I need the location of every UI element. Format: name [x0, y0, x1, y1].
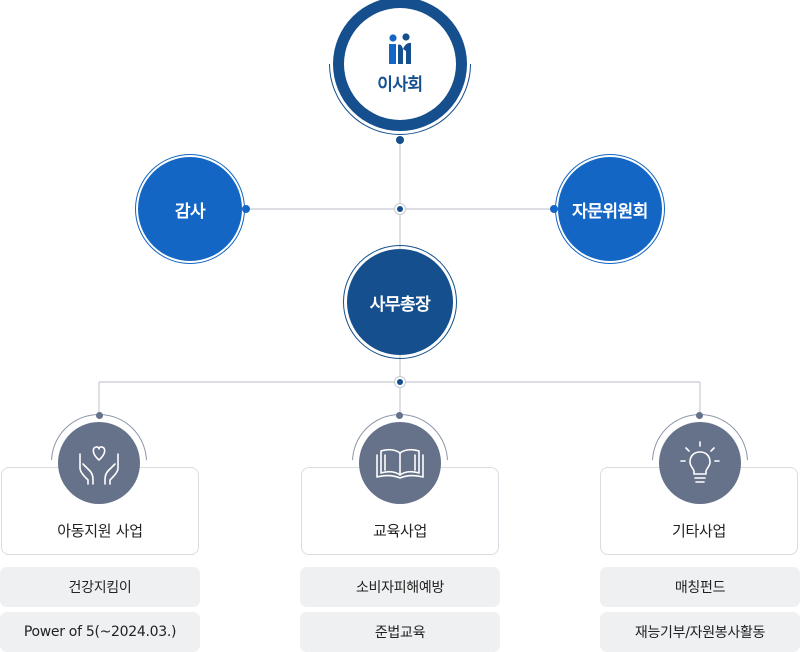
board-node: 이사회 [333, 0, 467, 131]
division-title: 기타사업 [671, 522, 726, 540]
hands-heart-icon [79, 446, 119, 485]
board-label: 이사회 [377, 75, 423, 95]
division-item: 건강지킴이 [0, 567, 200, 607]
division-icon-disc [359, 422, 441, 504]
audit-connector-dot [242, 205, 250, 213]
division-connector-dot [96, 412, 103, 419]
division-connector-dot [396, 412, 403, 419]
division-item: 소비자피해예방 [300, 567, 500, 607]
division-item: 준법교육 [300, 612, 500, 652]
audit-node: 감사 [138, 157, 242, 261]
division-item: 매칭펀드 [600, 567, 800, 607]
audit-label: 감사 [174, 201, 206, 222]
board-connector-dot [396, 136, 404, 144]
division-item: Power of 5(~2024.03.) [0, 612, 200, 652]
secretary-node: 사무총장 [347, 249, 453, 355]
advisory-label: 자문위원회 [572, 201, 648, 222]
open-book-icon [376, 448, 424, 479]
advisory-node: 자문위원회 [558, 157, 662, 261]
junction-dot-upper-core [397, 206, 403, 212]
secretary-label: 사무총장 [369, 294, 431, 315]
division-icon-disc [659, 422, 741, 504]
people-logo-icon [389, 33, 411, 64]
lightbulb-icon [680, 441, 720, 483]
division-title: 아동지원 사업 [57, 522, 143, 540]
advisory-connector-dot [550, 205, 558, 213]
division-icon-disc [58, 422, 140, 504]
board-inner-disc: 이사회 [344, 8, 456, 120]
division-item: 재능기부/자원봉사활동 [600, 612, 800, 652]
secretary-ring [343, 245, 457, 359]
junction-dot-lower-core [397, 379, 403, 385]
division-connector-dot [696, 412, 703, 419]
division-title: 교육사업 [372, 522, 427, 540]
